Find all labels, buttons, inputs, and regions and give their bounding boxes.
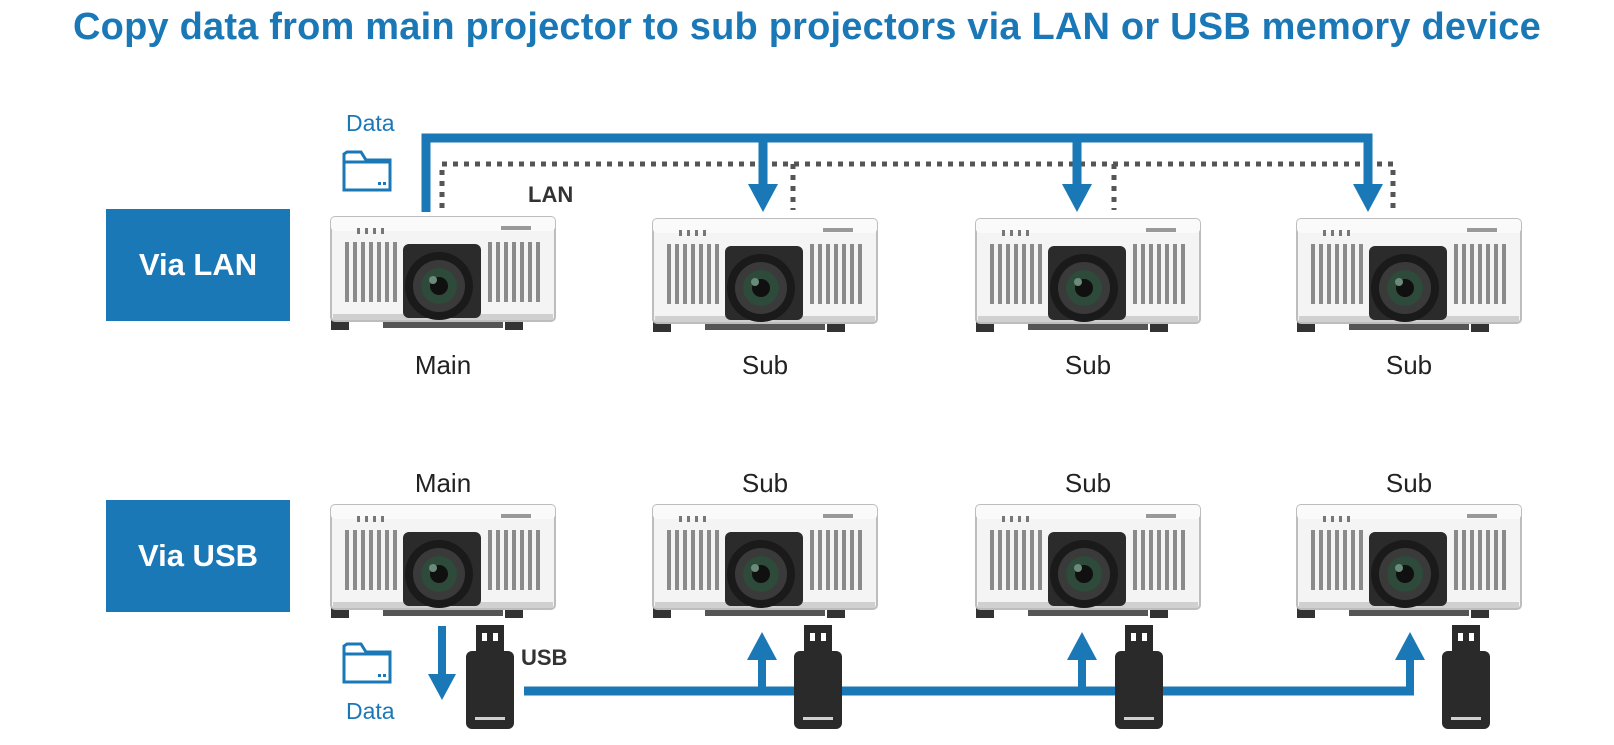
usb-projector-label-sub-3: Sub xyxy=(1385,468,1433,498)
folder-icon xyxy=(342,150,392,192)
lan-connection-label: LAN xyxy=(528,182,574,207)
usb-arrow-up-sub-1 xyxy=(747,632,777,660)
lan-arrow-sub-1 xyxy=(748,184,778,212)
usb-stick-icon xyxy=(1115,625,1163,729)
via-lan-box: Via LAN xyxy=(106,209,290,321)
lan-data-path xyxy=(421,133,1373,212)
projector-icon xyxy=(652,504,878,619)
usb-projector-label-sub-1: Sub xyxy=(741,468,789,498)
projector-icon xyxy=(975,504,1201,619)
usb-connection-label: USB xyxy=(521,645,568,670)
projector-icon xyxy=(330,504,556,619)
projector-icon xyxy=(975,218,1201,333)
via-usb-box: Via USB xyxy=(106,500,290,612)
usb-arrow-up-sub-2 xyxy=(1067,632,1097,660)
usb-stick-icon xyxy=(1442,625,1490,729)
usb-arrow-up-sub-3 xyxy=(1395,632,1425,660)
lan-projector-label-sub-2: Sub xyxy=(1064,350,1112,380)
lan-arrow-sub-2 xyxy=(1062,184,1092,212)
usb-stick-icon xyxy=(794,625,842,729)
lan-dotted-line xyxy=(439,161,1396,210)
folder-icon xyxy=(342,642,392,684)
usb-data-label: Data xyxy=(346,698,395,724)
projector-icon xyxy=(652,218,878,333)
page-title: Copy data from main projector to sub pro… xyxy=(73,6,1541,48)
projector-icon xyxy=(1296,504,1522,619)
usb-projector-label-sub-2: Sub xyxy=(1064,468,1112,498)
lan-projector-label-sub-1: Sub xyxy=(741,350,789,380)
lan-projector-label-main: Main xyxy=(414,350,472,380)
lan-projector-label-sub-3: Sub xyxy=(1385,350,1433,380)
usb-stick-icon xyxy=(466,625,514,729)
usb-arrow-down xyxy=(428,674,456,700)
lan-arrow-sub-3 xyxy=(1353,184,1383,212)
projector-icon xyxy=(1296,218,1522,333)
lan-data-label: Data xyxy=(346,110,395,136)
projector-icon xyxy=(330,216,556,331)
usb-projector-label-main: Main xyxy=(414,468,472,498)
